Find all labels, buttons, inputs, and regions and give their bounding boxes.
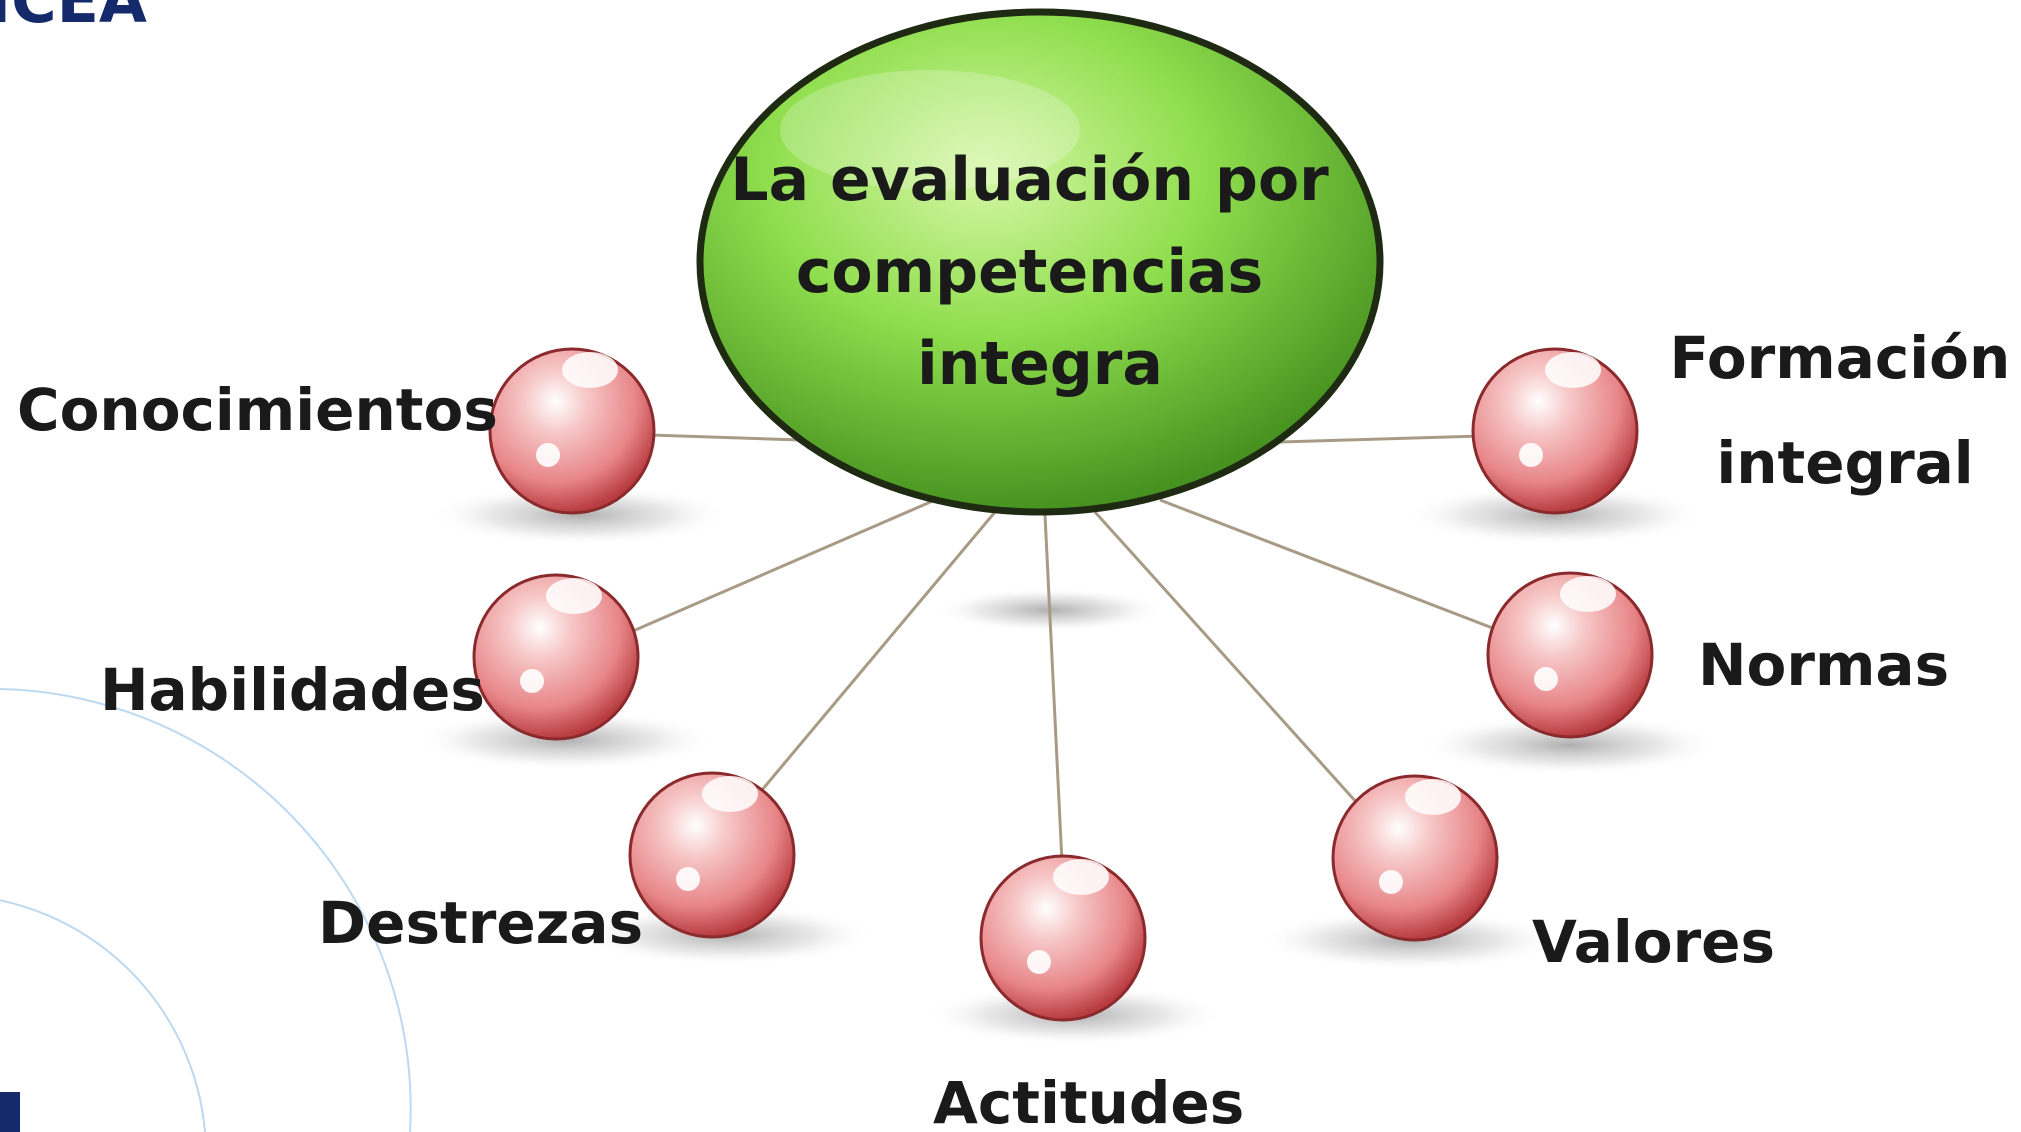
sphere-normas <box>1486 571 1654 739</box>
label-actitudes: Actitudes <box>933 1069 1244 1132</box>
center-ellipse <box>696 8 1384 516</box>
sphere-valores <box>1331 774 1499 942</box>
sphere-glint <box>1545 352 1601 388</box>
center-title: La evaluación por competencias integra <box>730 145 1349 399</box>
sphere-glint <box>1519 443 1543 467</box>
sphere-glint <box>1379 870 1403 894</box>
sphere-glint <box>536 443 560 467</box>
node-valores <box>1331 774 1499 942</box>
center-title-line-2: competencias <box>796 237 1263 307</box>
node-conocimientos <box>488 347 656 515</box>
sphere-destrezas <box>628 771 796 939</box>
sphere-formacion-integral <box>1471 347 1639 515</box>
sphere-glint <box>1534 667 1558 691</box>
sphere-glint <box>562 352 618 388</box>
node-destrezas <box>628 771 796 939</box>
center-highlight <box>780 70 1080 190</box>
sphere-actitudes <box>979 854 1147 1022</box>
shadow-conocimientos <box>430 485 730 545</box>
label-destrezas: Destrezas <box>318 889 643 957</box>
center-title-line-1: La evaluación por <box>730 145 1329 215</box>
label-formacion-integral: Formación integral <box>1670 324 2021 497</box>
sphere-glint <box>1027 950 1051 974</box>
node-habilidades <box>472 573 640 741</box>
center-node: La evaluación por competencias integra <box>696 8 1384 516</box>
label-formacion-line-2: integral <box>1716 429 1973 497</box>
sphere-conocimientos <box>488 347 656 515</box>
node-normas <box>1486 571 1654 739</box>
sphere-glint <box>1053 859 1109 895</box>
brand-square <box>0 1092 20 1132</box>
decor-arc-outer <box>0 688 412 1132</box>
sphere-glint <box>520 669 544 693</box>
sphere-habilidades <box>472 573 640 741</box>
label-conocimientos: Conocimientos <box>17 376 498 444</box>
decor-arc-inner <box>0 899 206 1132</box>
center-title-line-3: integra <box>917 329 1163 399</box>
sphere-glint <box>546 578 602 614</box>
sphere-glint <box>676 867 700 891</box>
label-normas: Normas <box>1698 631 1949 699</box>
shadow-formacion-integral <box>1405 485 1705 545</box>
sphere-glint <box>1560 576 1616 612</box>
label-formacion-line-1: Formación <box>1670 324 2011 392</box>
brand-logo-fragment: ICEA <box>0 0 147 37</box>
label-habilidades: Habilidades <box>100 656 485 724</box>
node-actitudes <box>979 854 1147 1022</box>
label-valores: Valores <box>1532 908 1775 976</box>
node-formacion-integral <box>1471 347 1639 515</box>
sphere-glint <box>1405 779 1461 815</box>
sphere-glint <box>702 776 758 812</box>
shadow-normas <box>1420 715 1720 775</box>
